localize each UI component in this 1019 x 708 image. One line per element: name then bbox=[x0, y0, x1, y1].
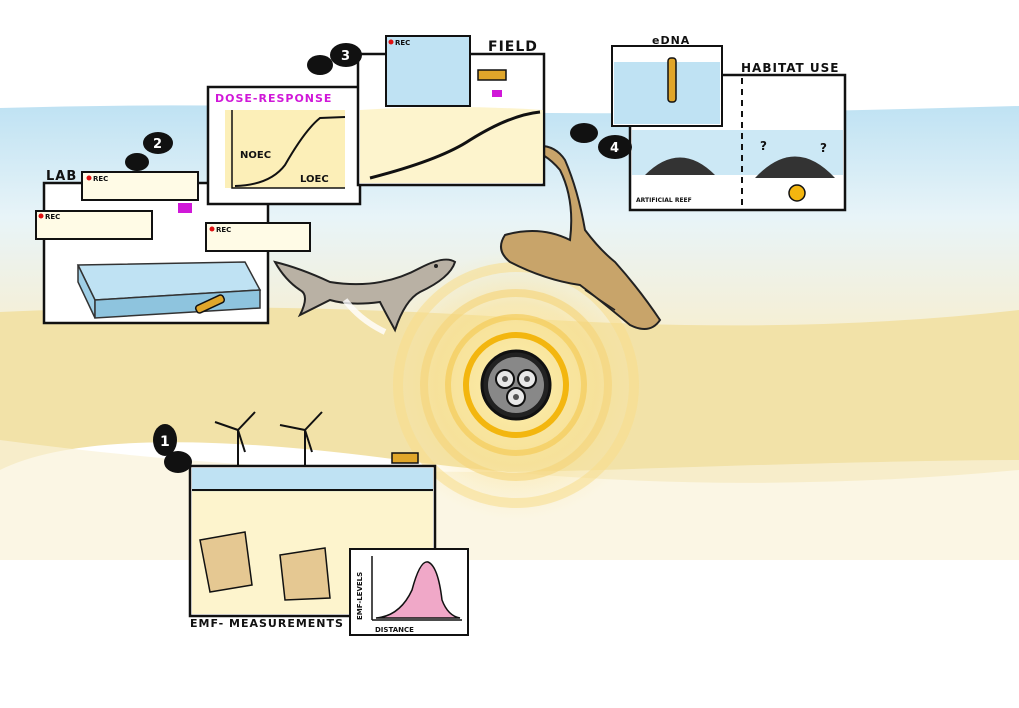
step-number-4: 4 bbox=[610, 141, 619, 156]
edna-title: eDNA bbox=[652, 34, 690, 47]
field-title: FIELD bbox=[488, 39, 538, 55]
step-number-2: 2 bbox=[153, 137, 162, 152]
dose-response-panel: DOSE-RESPONSE NOEC LOEC bbox=[208, 87, 360, 204]
camera-icon bbox=[492, 90, 502, 97]
distance-axis-label: DISTANCE bbox=[375, 626, 414, 634]
camera-icon bbox=[178, 203, 192, 213]
artificial-reef-label: ARTIFICIAL REEF bbox=[636, 197, 692, 204]
emf-title: EMF- MEASUREMENTS bbox=[190, 617, 344, 630]
step-number-3: 3 bbox=[341, 49, 350, 64]
boat-icon bbox=[392, 453, 418, 463]
field-rec-label: REC bbox=[395, 39, 410, 47]
question-mark-2: ? bbox=[820, 141, 827, 155]
noec-label: NOEC bbox=[240, 150, 271, 161]
footprint-icon-3: 3 bbox=[307, 43, 362, 75]
lab-rec-label-2: REC bbox=[45, 213, 60, 221]
habitat-title: HABITAT USE bbox=[741, 61, 840, 75]
emf-levels-axis-label: EMF-LEVELS bbox=[356, 572, 364, 620]
lab-rec-label-1: REC bbox=[93, 175, 108, 183]
habitat-panel: HABITAT USE ? ? ARTIFICIAL REEF eDNA bbox=[612, 34, 845, 210]
lab-title: LAB bbox=[46, 169, 77, 184]
question-mark-1: ? bbox=[760, 139, 767, 153]
loec-label: LOEC bbox=[300, 174, 329, 185]
lab-rec-label-3: REC bbox=[216, 226, 231, 234]
step-number-1: 1 bbox=[160, 434, 170, 450]
field-panel: FIELD REC bbox=[358, 36, 544, 185]
dose-response-title: DOSE-RESPONSE bbox=[215, 92, 332, 105]
boat-icon bbox=[478, 70, 506, 80]
